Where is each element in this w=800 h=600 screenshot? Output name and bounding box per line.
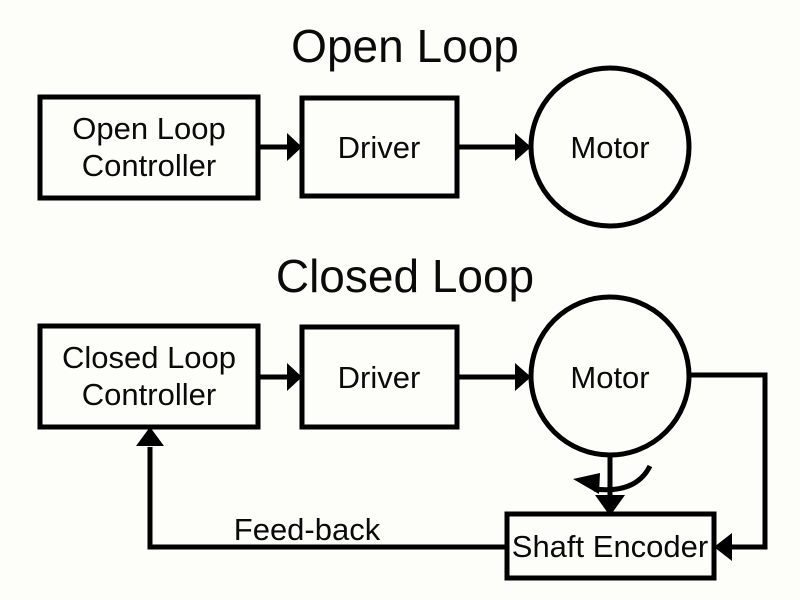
closed-loop-title: Closed Loop [276, 250, 534, 302]
shaft-encoder-label: Shaft Encoder [512, 529, 708, 564]
arrow-head-icon [136, 427, 164, 446]
return-path-line [688, 372, 768, 550]
arrow-head-icon [287, 363, 302, 391]
open-loop-controller-label-line1: Open Loop [72, 111, 225, 146]
open-loop-controller-box[interactable] [37, 94, 261, 201]
rotation-arrow-head-icon [573, 473, 600, 494]
rotation-curve [593, 464, 653, 493]
arrow-open-controller-to-driver [258, 133, 302, 161]
closed-loop-controller-box[interactable] [37, 323, 261, 430]
open-loop-controller-label-line2: Controller [82, 148, 216, 183]
open-loop-controller-node[interactable]: Open Loop Controller [37, 94, 261, 201]
shaft-encoder-node[interactable]: Shaft Encoder [504, 511, 717, 581]
closed-loop-driver-box[interactable] [299, 324, 460, 430]
arrow-closed-controller-to-driver [258, 363, 302, 391]
feedback-path-line [147, 447, 507, 550]
open-loop-motor-node[interactable]: Motor [528, 65, 692, 229]
shaft-rotation-arrow [573, 464, 653, 494]
arrow-head-icon [515, 133, 531, 161]
closed-loop-controller-label-line1: Closed Loop [62, 340, 236, 375]
arrow-head-icon [515, 363, 531, 391]
closed-loop-controller-label-line2: Controller [82, 377, 216, 412]
open-loop-driver-node[interactable]: Driver [299, 95, 460, 199]
arrow-head-icon [595, 495, 625, 516]
closed-loop-driver-label: Driver [338, 360, 421, 395]
motor-to-encoder-return-path [688, 372, 768, 561]
arrow-closed-driver-to-motor [457, 363, 531, 391]
arrow-head-icon [287, 133, 302, 161]
feedback-path [136, 427, 507, 550]
closed-loop-section: Closed Loop Closed Loop Controller Drive… [37, 250, 768, 581]
open-loop-motor-circle[interactable] [528, 65, 692, 229]
feedback-label: Feed-back [234, 512, 381, 547]
open-loop-driver-label: Driver [338, 130, 421, 165]
closed-loop-motor-node[interactable]: Motor [528, 294, 692, 458]
open-loop-motor-label: Motor [570, 130, 649, 165]
closed-loop-motor-label: Motor [570, 360, 649, 395]
motor-shaft-connector [595, 455, 625, 516]
arrow-open-driver-to-motor [457, 133, 531, 161]
closed-loop-controller-node[interactable]: Closed Loop Controller [37, 323, 261, 430]
arrow-head-icon [714, 533, 732, 561]
closed-loop-driver-node[interactable]: Driver [299, 324, 460, 430]
open-loop-title: Open Loop [291, 20, 519, 72]
open-loop-section: Open Loop Open Loop Controller Driver [37, 20, 692, 229]
